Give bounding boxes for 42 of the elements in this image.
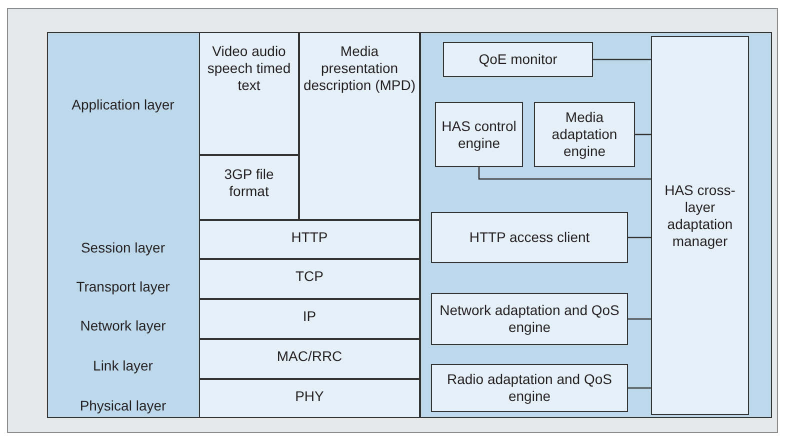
box-label: Radio adaptation and QoS engine [446,371,613,405]
connector-line [593,58,651,60]
box-label: Video audio speech timed text [206,43,292,94]
component-box [199,299,420,339]
box-label: TCP [296,268,324,285]
connector-line [628,236,651,238]
connector-line [628,387,651,389]
box-label: QoE monitor [478,51,558,68]
component-box [431,293,628,345]
component-box [435,102,523,167]
box-label: HAS control engine [440,118,518,152]
box-label: Media adaptation engine [550,109,618,160]
component-box [651,36,749,415]
layer-label: Physical layer [78,398,168,414]
connector-line [628,318,651,320]
component-box [443,42,593,77]
connector-line [478,167,651,180]
layer-label: Application layer [70,96,176,114]
layer-label: Network layer [79,318,167,334]
box-label: HTTP access client [469,229,590,246]
box-label: HAS cross-layer adaptation manager [664,182,736,250]
layer-label: Link layer [92,358,154,374]
box-label: PHY [295,388,324,405]
component-box [199,32,299,155]
box-label: MAC/RRC [276,348,342,365]
component-box [431,212,628,263]
component-box [299,32,420,220]
layer-label: Transport layer [75,278,171,296]
component-box [199,259,420,299]
component-box [199,379,420,418]
box-label: IP [302,308,316,325]
component-box [534,102,635,167]
box-label: Media presentation description (MPD) [303,43,416,94]
connector-line [635,134,651,136]
component-box [431,364,628,412]
component-box [199,339,420,379]
component-box [199,155,299,220]
box-label: Network adaptation and QoS engine [438,302,620,336]
box-label: 3GP file format [223,166,275,200]
component-box [199,220,420,259]
box-label: HTTP [291,229,328,246]
layer-label: Session layer [80,240,166,256]
